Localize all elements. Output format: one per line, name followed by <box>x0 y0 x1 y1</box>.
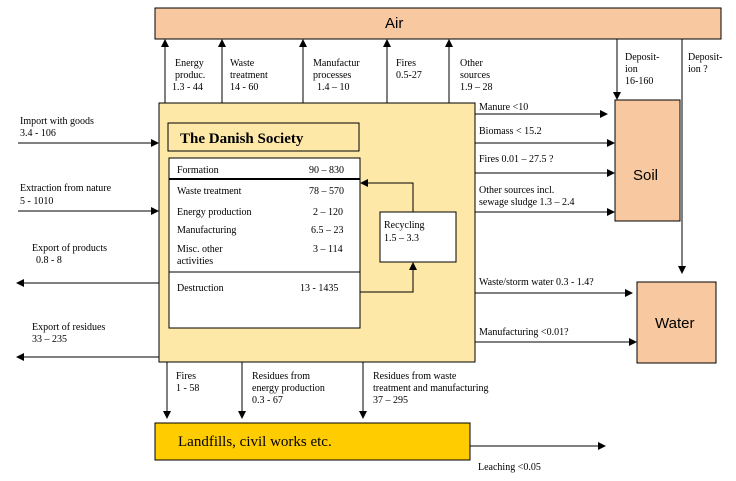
society-title-box <box>167 122 360 152</box>
air-energy-l2: produc. <box>175 70 205 81</box>
row-destruction-label: Destruction <box>177 283 224 294</box>
row-misc-value: 3 – 114 <box>313 244 343 255</box>
soil-other-l1: Other sources incl. <box>479 185 554 196</box>
water-storm-label: Waste/storm water 0.3 - 1.4? <box>479 277 594 288</box>
air-waste-l2: treatment <box>230 70 268 81</box>
export-residues-l1: Export of residues <box>32 322 105 333</box>
row-manufacturing-value: 6.5 – 23 <box>311 225 344 236</box>
import-l2: 3.4 - 106 <box>20 128 56 139</box>
water-manufacturing-label: Manufacturing <0.01? <box>479 327 569 338</box>
row-manufacturing-label: Manufacturing <box>177 225 236 236</box>
deposition-soil-l2: ion <box>625 64 638 75</box>
import-l1: Import with goods <box>20 116 94 127</box>
row-destruction-value: 13 - 1435 <box>300 283 338 294</box>
deposition-soil-l3: 16-160 <box>625 76 653 87</box>
water-box <box>636 281 717 364</box>
export-products-l1: Export of products <box>32 243 107 254</box>
row-misc-label: Misc. other <box>177 244 223 255</box>
row-waste-label: Waste treatment <box>177 186 242 197</box>
air-manuf-l1: Manufactur <box>313 58 360 69</box>
air-energy-l1: Energy <box>175 58 204 69</box>
deposition-soil-l1: Deposit- <box>625 52 659 63</box>
recycling-out-arrow <box>360 262 417 293</box>
landfills-label: Landfills, civil works etc. <box>178 434 332 450</box>
air-waste-l3: 14 - 60 <box>230 82 258 93</box>
air-other-l2: sources <box>460 70 490 81</box>
soil-other-l2: sewage sludge 1.3 – 2.4 <box>479 197 575 208</box>
export-products-l2: 0.8 - 8 <box>36 255 62 266</box>
landfill-energy-l3: 0.3 - 67 <box>252 395 283 406</box>
air-fires-l2: 0.5-27 <box>396 70 422 81</box>
export-residues-l2: 33 – 235 <box>32 334 67 345</box>
society-title: The Danish Society <box>180 131 304 147</box>
air-manuf-l2: processes <box>313 70 351 81</box>
extraction-l1: Extraction from nature <box>20 183 112 194</box>
landfills-box <box>154 422 471 461</box>
society-table <box>168 157 361 329</box>
deposition-water-l2: ion ? <box>688 64 708 75</box>
air-box <box>154 7 722 40</box>
air-energy-l3: 1.3 - 44 <box>172 82 203 93</box>
soil-biomass-label: Biomass < 15.2 <box>479 126 542 137</box>
row-formation-value: 90 – 830 <box>309 165 344 176</box>
row-energy-value: 2 – 120 <box>313 207 343 218</box>
soil-fires-label: Fires 0.01 – 27.5 ? <box>479 154 554 165</box>
air-other-l3: 1.9 – 28 <box>460 82 493 93</box>
soil-label: Soil <box>633 167 658 184</box>
landfill-waste-l2: treatment and manufacturing <box>373 383 489 394</box>
recycling-label: Recycling <box>384 220 425 231</box>
air-fires-l1: Fires <box>396 58 416 69</box>
air-label: Air <box>385 15 403 32</box>
row-misc-label-2: activities <box>177 256 213 267</box>
landfill-fires-l2: 1 - 58 <box>176 383 199 394</box>
leaching-label: Leaching <0.05 <box>478 462 541 473</box>
row-waste-value: 78 – 570 <box>309 186 344 197</box>
recycling-value: 1.5 – 3.3 <box>384 233 419 244</box>
landfill-fires-l1: Fires <box>176 371 196 382</box>
air-other-l1: Other <box>460 58 483 69</box>
landfill-waste-l1: Residues from waste <box>373 371 457 382</box>
air-waste-l1: Waste <box>230 58 255 69</box>
landfill-energy-l1: Residues from <box>252 371 310 382</box>
landfill-waste-l3: 37 – 295 <box>373 395 408 406</box>
water-label: Water <box>655 315 694 332</box>
deposition-water-l1: Deposit- <box>688 52 722 63</box>
soil-manure-label: Manure <10 <box>479 102 528 113</box>
landfill-energy-l2: energy production <box>252 383 325 394</box>
recycling-box <box>379 211 457 263</box>
air-manuf-l3: 1.4 – 10 <box>317 82 350 93</box>
soil-box <box>614 99 681 222</box>
row-formation-label: Formation <box>177 165 219 176</box>
row-energy-label: Energy production <box>177 207 252 218</box>
extraction-l2: 5 - 1010 <box>20 196 53 207</box>
recycling-back-arrow <box>360 179 414 212</box>
